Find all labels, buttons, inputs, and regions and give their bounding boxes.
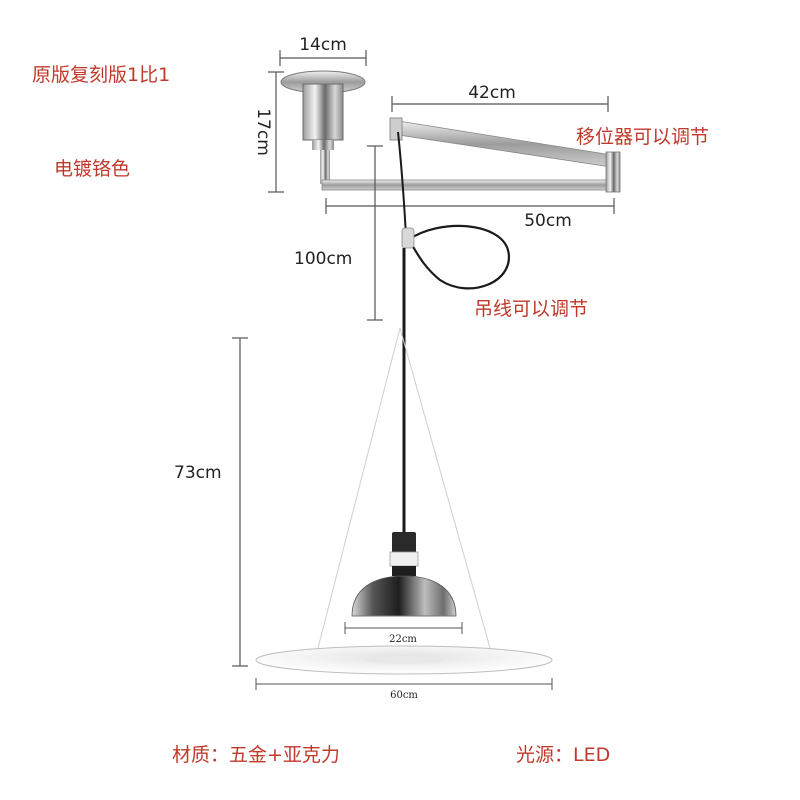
dim-shade-width-label: 22cm [389, 634, 417, 645]
material-label: 材质：五金+亚克力 [172, 744, 340, 766]
replica-label: 原版复刻版1比1 [32, 64, 171, 86]
power-cord [397, 131, 510, 540]
support-wires [317, 327, 491, 649]
dim-arm-length: 42cm [391, 83, 609, 112]
lamp-shade [351, 532, 457, 617]
light-source-label: 光源：LED [516, 744, 611, 766]
dim-shade-width: 22cm [344, 622, 463, 645]
dim-disc-width: 60cm [255, 678, 553, 701]
dim-lamp-height-label: 73cm [174, 463, 222, 483]
dim-canopy-height-label: 17cm [253, 108, 273, 156]
dim-cord-length-label: 100cm [294, 249, 352, 269]
dim-cord-length: 100cm [294, 145, 383, 321]
arm-adjustable-label: 移位器可以调节 [576, 126, 710, 148]
dim-canopy-width-label: 14cm [299, 35, 347, 55]
dim-arm-length-label: 42cm [468, 83, 516, 103]
diffuser-disc [255, 645, 553, 675]
plating-label: 电镀铬色 [54, 158, 131, 180]
dim-disc-width-label: 60cm [390, 690, 418, 701]
swing-arm [321, 117, 621, 193]
dim-canopy-width: 14cm [279, 35, 367, 66]
ceiling-canopy [280, 70, 366, 184]
cord-adjustable-label: 吊线可以调节 [474, 298, 589, 320]
dim-arm-span-label: 50cm [524, 211, 572, 231]
dim-arm-span: 50cm [325, 198, 615, 231]
dim-canopy-height: 17cm [253, 71, 284, 193]
dim-lamp-height: 73cm [174, 337, 248, 667]
